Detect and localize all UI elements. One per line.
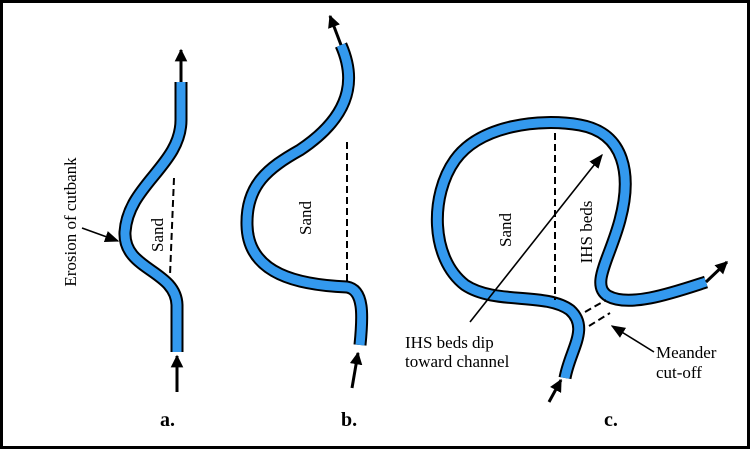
sand-boundary-a <box>169 177 175 276</box>
meander-cutoff-label-line2: cut-off <box>656 363 702 382</box>
ihs-dip-arrow <box>469 153 603 323</box>
panel-c-label: c. <box>604 409 618 431</box>
flow-arrow-c-out <box>704 260 729 284</box>
channel-a <box>120 82 186 352</box>
meander-cutoff-label-line1: Meander <box>656 343 717 362</box>
ihs-beds-label: IHS beds <box>577 201 596 264</box>
flow-arrow-b-out <box>328 14 343 46</box>
panel-a-label: a. <box>160 409 175 431</box>
erosion-annotation: Erosion of cutbank <box>61 157 80 287</box>
panel-c: Sand IHS beds IHS beds dip toward channe… <box>405 116 729 431</box>
meander-cutoff-pointer <box>610 325 655 353</box>
sand-label-c: Sand <box>496 213 515 248</box>
meander-cutoff-dash-lower <box>588 312 611 327</box>
flow-arrow-b-in <box>349 351 363 389</box>
panel-b-label: b. <box>341 409 357 431</box>
sand-label-a: Sand <box>148 218 167 253</box>
panel-b: Sand b. <box>240 14 369 431</box>
flow-arrow-c-in <box>547 378 563 403</box>
channel-c <box>432 118 708 379</box>
sand-label-b: Sand <box>296 201 315 236</box>
meander-cutoff-dash-upper <box>584 299 607 313</box>
channel-b <box>242 43 367 346</box>
panel-a: Sand Erosion of cutbank a. <box>61 48 188 431</box>
erosion-pointer <box>81 227 120 243</box>
ihs-dip-label-line1: IHS beds dip <box>405 333 494 352</box>
ihs-dip-label-line2: toward channel <box>405 352 510 371</box>
